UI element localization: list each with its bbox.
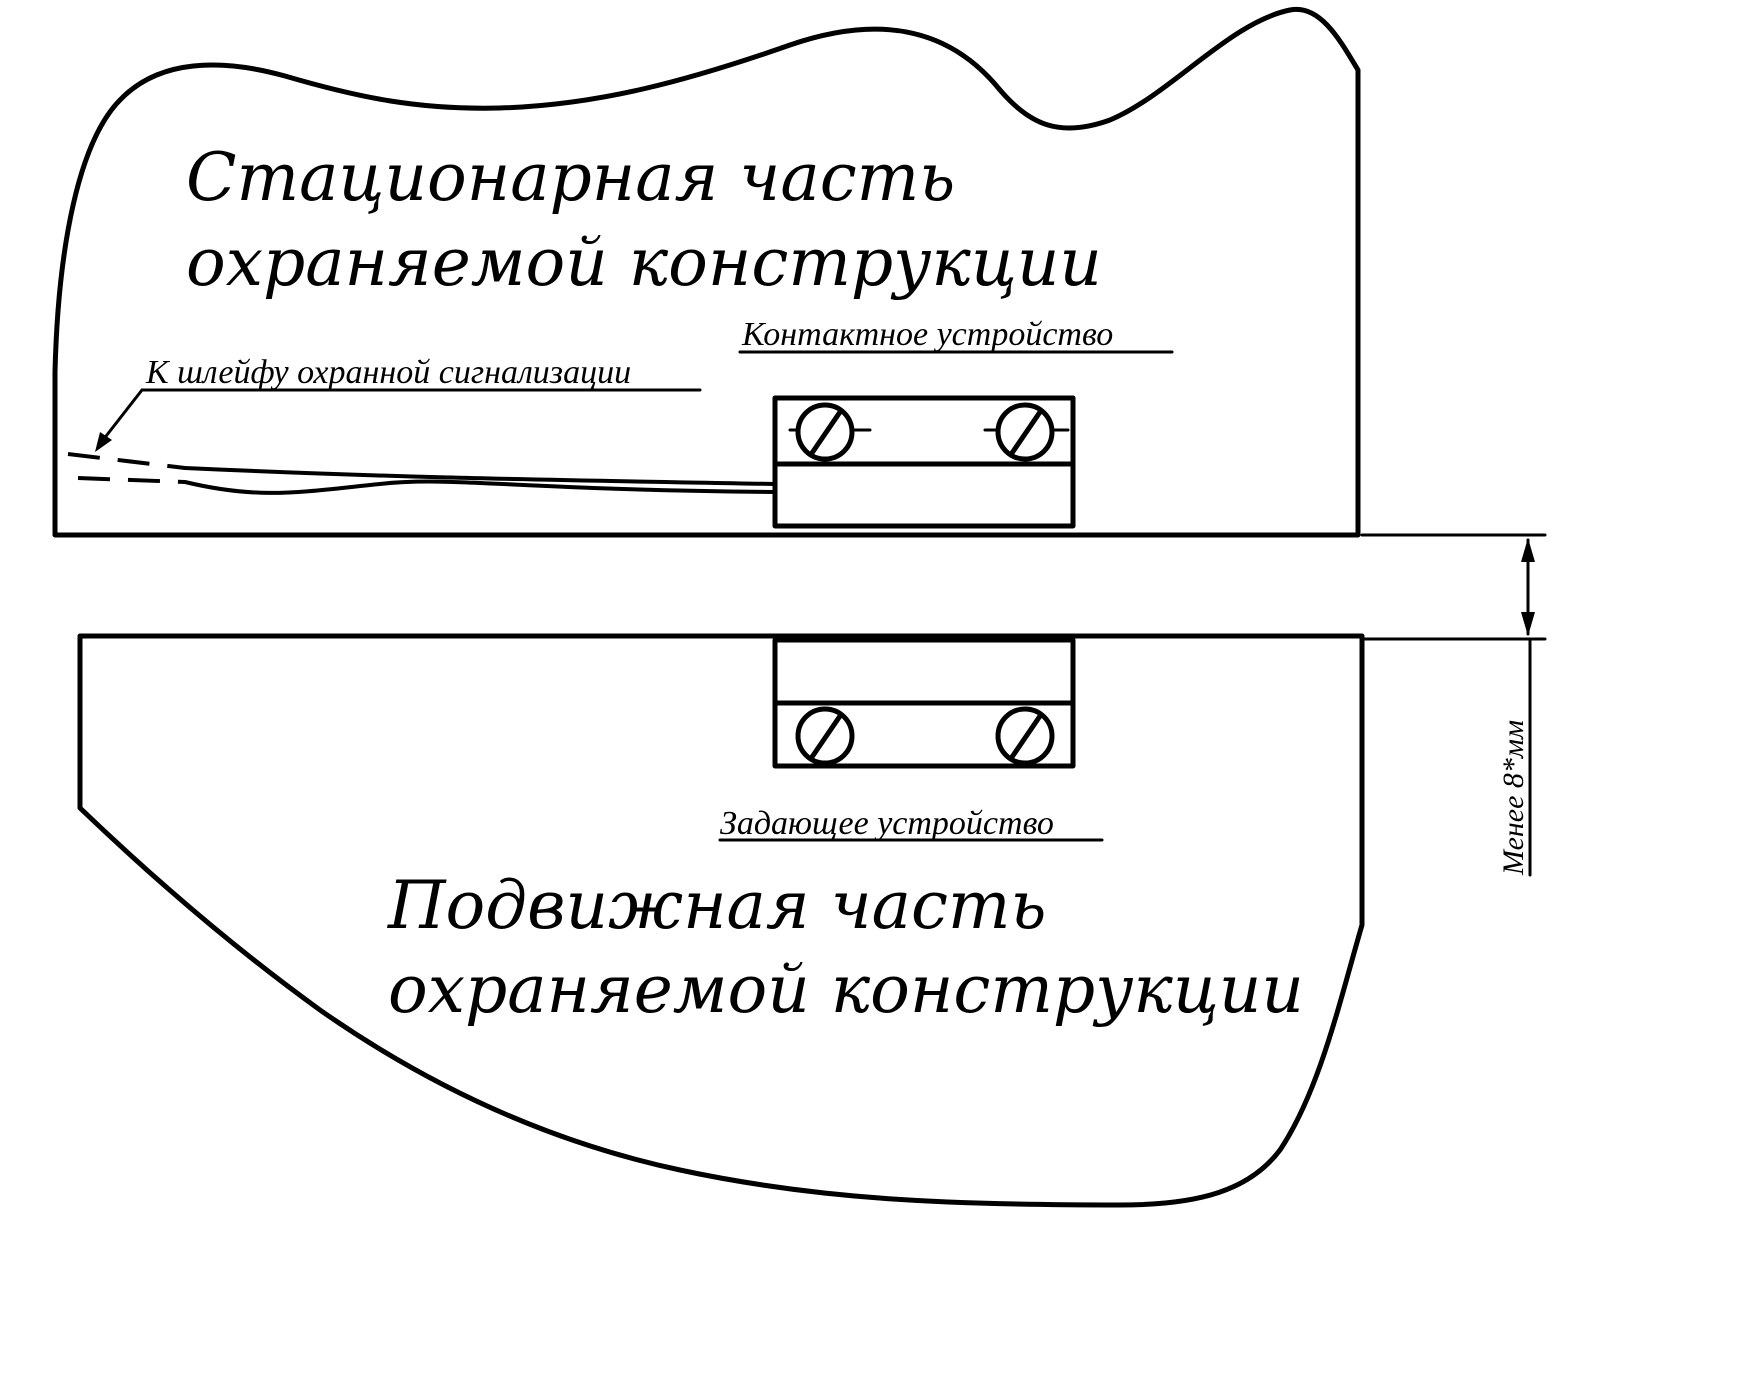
movable-part-title-line2: охраняемой конструкции	[388, 951, 1304, 1028]
movable-part-outline	[77, 633, 1365, 1208]
screw-icon	[995, 706, 1055, 766]
screw-icon	[795, 706, 855, 766]
movable-part-title-line1: Подвижная часть	[387, 867, 1046, 944]
stationary-part-title-line2: охраняемой конструкции	[186, 224, 1102, 301]
driving-device	[772, 637, 1076, 769]
screw-icon	[795, 402, 855, 462]
gap-dimension-label: Менее 8*мм	[1497, 720, 1530, 876]
alarm-loop-wires	[67, 452, 777, 495]
driving-device-label: Задающее устройство	[720, 805, 1054, 842]
reed-switch-installation-diagram: Стационарная часть охраняемой конструкци…	[52, 6, 1547, 1208]
alarm-loop-leader	[95, 388, 702, 452]
alarm-loop-label: К шлейфу охранной сигнализации	[145, 354, 631, 391]
contact-device-label: Контактное устройство	[741, 316, 1113, 353]
stationary-part-outline	[52, 6, 1361, 538]
contact-device	[772, 395, 1076, 529]
gap-dimension	[1360, 533, 1547, 877]
stationary-part-title-line1: Стационарная часть	[186, 139, 955, 216]
screw-icon	[995, 402, 1055, 462]
